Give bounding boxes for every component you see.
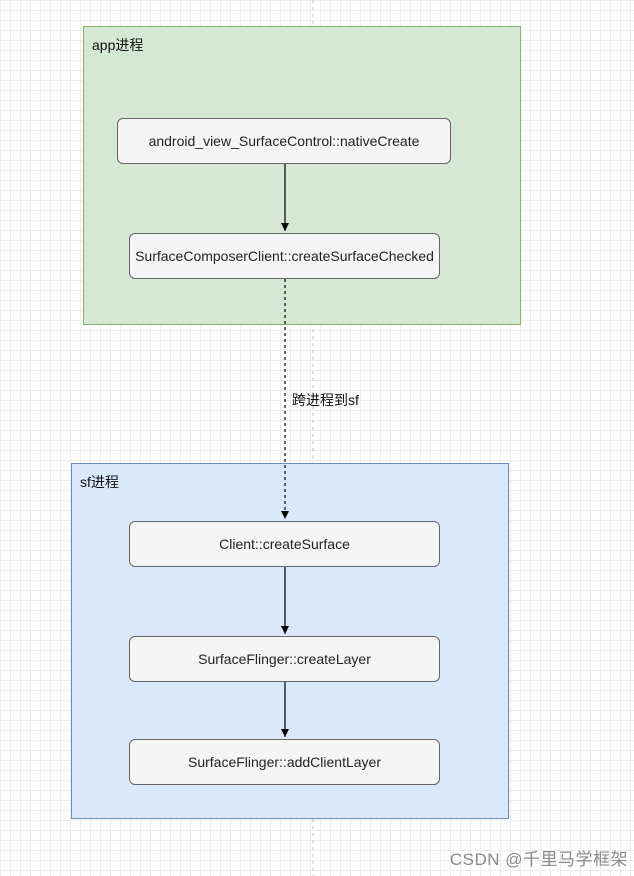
node-add-client-layer[interactable]: SurfaceFlinger::addClientLayer: [129, 739, 440, 785]
app-process-label: app进程: [92, 37, 144, 53]
cross-process-edge-label: 跨进程到sf: [292, 392, 359, 408]
node-native-create[interactable]: android_view_SurfaceControl::nativeCreat…: [117, 118, 451, 164]
watermark-text: CSDN @千里马学框架: [449, 850, 628, 869]
node-client-create-surface[interactable]: Client::createSurface: [129, 521, 440, 567]
node-create-surface-checked[interactable]: SurfaceComposerClient::createSurfaceChec…: [129, 233, 440, 279]
sf-process-label: sf进程: [80, 474, 119, 490]
node-create-layer[interactable]: SurfaceFlinger::createLayer: [129, 636, 440, 682]
